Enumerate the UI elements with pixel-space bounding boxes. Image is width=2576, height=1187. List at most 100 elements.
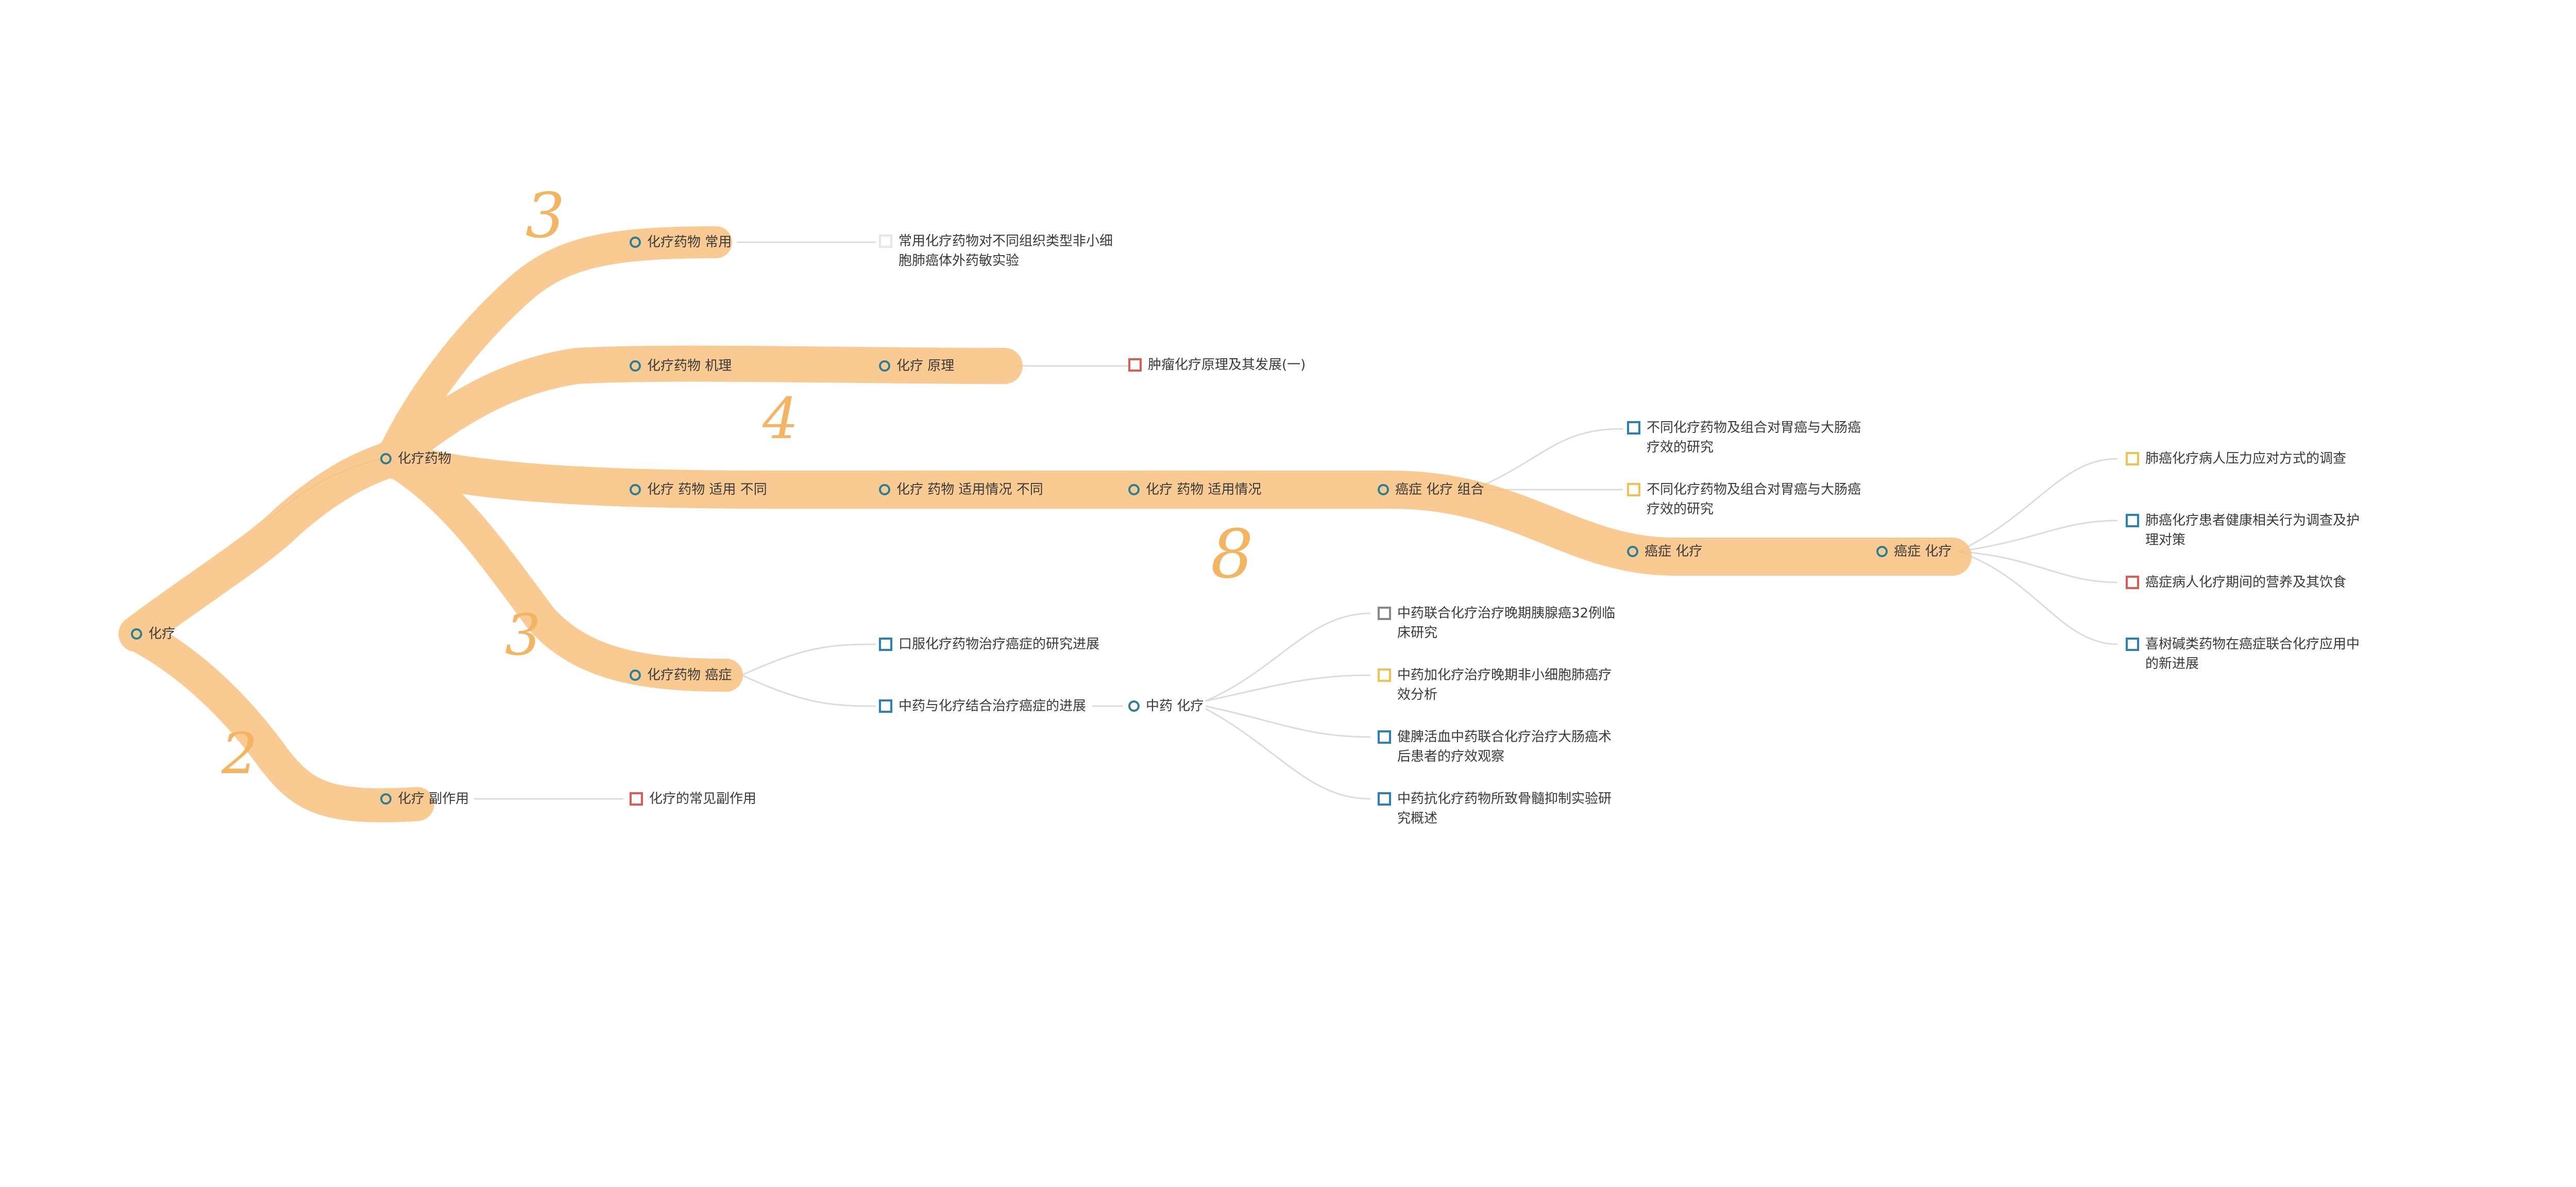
node-drug-mech[interactable]: 化疗药物 机理 <box>630 359 732 373</box>
leaf-side-effect[interactable]: 化疗的常见副作用 <box>630 789 756 809</box>
circle-icon <box>380 453 392 464</box>
node-label: 化疗药物 常用 <box>647 235 732 250</box>
leaf-text: 中药抗化疗药物所致骨髓抑制实验研 究概述 <box>1397 791 1612 826</box>
connector-t4 <box>1205 708 1371 800</box>
leaf-common[interactable]: 常用化疗药物对不同组织类型非小细 胞肺癌体外药敏实验 <box>879 231 1113 271</box>
node-label: 化疗药物 机理 <box>647 358 732 374</box>
highlight-strokes <box>118 226 1972 823</box>
node-label: 化疗 原理 <box>896 358 955 374</box>
leaf-tcm-4[interactable]: 中药抗化疗药物所致骨髓抑制实验研 究概述 <box>1378 789 1612 828</box>
leaf-cancer-4[interactable]: 喜树碱类药物在癌症联合化疗应用中 的新进展 <box>2126 634 2360 674</box>
document-icon <box>879 638 892 651</box>
leaf-text: 中药与化疗结合治疗癌症的进展 <box>899 698 1087 714</box>
connector-lines <box>267 241 2118 800</box>
circle-icon <box>1378 484 1389 495</box>
connector-c3 <box>1957 550 2118 583</box>
leaf-text: 健脾活血中药联合化疗治疗大肠癌术 后患者的疗效观察 <box>1397 729 1612 764</box>
node-cancer-combo[interactable]: 癌症 化疗 组合 <box>1378 483 1484 496</box>
highlight-apply <box>372 440 1972 576</box>
leaf-tcm-1[interactable]: 中药联合化疗治疗晚期胰腺癌32例临 床研究 <box>1378 604 1615 643</box>
circle-icon <box>630 237 641 248</box>
node-apply-cond[interactable]: 化疗 药物 适用情况 <box>1128 483 1262 496</box>
leaf-text: 中药联合化疗治疗晚期胰腺癌32例临 床研究 <box>1397 606 1616 641</box>
node-root[interactable]: 化疗 <box>131 627 175 641</box>
node-tcm-chemo[interactable]: 中药 化疗 <box>1128 699 1204 713</box>
leaf-cancer-2[interactable]: 肺癌化疗患者健康相关行为调查及护 理对策 <box>2126 511 2360 550</box>
node-label: 化疗药物 <box>398 451 452 466</box>
node-label: 化疗药物 癌症 <box>647 667 732 683</box>
node-cancer-chemo-1[interactable]: 癌症 化疗 <box>1627 545 1702 558</box>
circle-icon <box>1128 700 1140 712</box>
node-label: 癌症 化疗 组合 <box>1395 482 1484 497</box>
document-icon <box>879 699 892 713</box>
node-cancer-chemo-2[interactable]: 癌症 化疗 <box>1876 545 1952 558</box>
circle-icon <box>630 484 641 495</box>
leaf-tcm-2[interactable]: 中药加化疗治疗晚期非小细胞肺癌疗 效分析 <box>1378 665 1612 705</box>
connector-c2 <box>1957 520 2118 553</box>
leaf-tcm-combo[interactable]: 中药与化疗结合治疗癌症的进展 <box>879 696 1086 716</box>
highlight-mech <box>374 345 1023 477</box>
node-drug-apply-diff[interactable]: 化疗 药物 适用 不同 <box>630 483 767 496</box>
leaf-cancer-1[interactable]: 肺癌化疗病人压力应对方式的调查 <box>2126 449 2346 469</box>
annotation-apply: 8 <box>1211 515 1253 593</box>
leaf-cancer-3[interactable]: 癌症病人化疗期间的营养及其饮食 <box>2126 573 2346 592</box>
node-principle[interactable]: 化疗 原理 <box>879 359 954 373</box>
node-label: 化疗 <box>148 626 176 642</box>
document-icon <box>1378 668 1391 682</box>
node-label: 癌症 化疗 <box>1645 544 1703 559</box>
leaf-text: 中药加化疗治疗晚期非小细胞肺癌疗 效分析 <box>1397 667 1612 703</box>
highlight-root-drug <box>118 441 410 652</box>
node-drug-cancer[interactable]: 化疗药物 癌症 <box>630 668 732 682</box>
connector-c1 <box>1957 458 2118 553</box>
circle-icon <box>879 360 890 372</box>
leaf-combo-1[interactable]: 不同化疗药物及组合对胃癌与大肠癌 疗效的研究 <box>1627 418 1861 457</box>
connector-t1 <box>1205 612 1371 702</box>
leaf-text: 化疗的常见副作用 <box>649 791 757 807</box>
document-icon <box>630 792 643 806</box>
highlight-common <box>376 226 732 475</box>
leaf-text: 肺癌化疗患者健康相关行为调查及护 理对策 <box>2145 513 2360 548</box>
node-side-effect[interactable]: 化疗 副作用 <box>380 792 469 806</box>
node-label: 化疗 副作用 <box>398 791 469 807</box>
connector-t3 <box>1205 705 1371 738</box>
node-drug[interactable]: 化疗药物 <box>380 452 451 465</box>
leaf-text: 常用化疗药物对不同组织类型非小细 胞肺癌体外药敏实验 <box>899 233 1113 269</box>
document-icon <box>2126 638 2139 651</box>
leaf-combo-2[interactable]: 不同化疗药物及组合对胃癌与大肠癌 疗效的研究 <box>1627 480 1861 519</box>
connector-t2 <box>1205 674 1371 702</box>
connector-combo1 <box>1473 428 1623 491</box>
annotation-cancer: 3 <box>505 602 541 668</box>
leaf-principle[interactable]: 肿瘤化疗原理及其发展(一) <box>1128 355 1306 375</box>
annotations: 3 4 8 3 2 <box>221 180 1253 787</box>
connector-oral <box>741 643 876 676</box>
document-icon <box>1627 421 1640 434</box>
node-apply-cond-diff[interactable]: 化疗 药物 适用情况 不同 <box>879 483 1043 496</box>
node-label: 中药 化疗 <box>1146 698 1204 714</box>
leaf-text: 癌症病人化疗期间的营养及其饮食 <box>2145 575 2347 590</box>
node-drug-common[interactable]: 化疗药物 常用 <box>630 236 732 249</box>
document-icon <box>1378 607 1391 620</box>
connector-c4 <box>1957 550 2118 645</box>
annotation-side: 2 <box>221 721 258 787</box>
document-icon <box>2126 514 2139 527</box>
document-icon <box>1128 358 1142 372</box>
node-label: 化疗 药物 适用 不同 <box>647 482 767 497</box>
node-label: 化疗 药物 适用情况 不同 <box>896 482 1043 497</box>
annotation-common: 3 <box>526 180 565 252</box>
circle-icon <box>1128 484 1140 495</box>
circle-icon <box>879 484 890 495</box>
circle-icon <box>1627 546 1638 557</box>
highlight-root-side <box>120 617 434 823</box>
document-icon <box>2126 452 2139 465</box>
document-icon <box>1627 483 1640 496</box>
circle-icon <box>630 360 641 372</box>
leaf-oral[interactable]: 口服化疗药物治疗癌症的研究进展 <box>879 634 1099 654</box>
leaf-text: 不同化疗药物及组合对胃癌与大肠癌 疗效的研究 <box>1647 420 1861 455</box>
leaf-text: 不同化疗药物及组合对胃癌与大肠癌 疗效的研究 <box>1647 482 1861 517</box>
leaf-text: 口服化疗药物治疗癌症的研究进展 <box>899 637 1100 652</box>
leaf-text: 肿瘤化疗原理及其发展(一) <box>1148 357 1306 373</box>
leaf-text: 肺癌化疗病人压力应对方式的调查 <box>2145 451 2347 466</box>
circle-icon <box>380 793 392 805</box>
leaf-tcm-3[interactable]: 健脾活血中药联合化疗治疗大肠癌术 后患者的疗效观察 <box>1378 727 1612 766</box>
